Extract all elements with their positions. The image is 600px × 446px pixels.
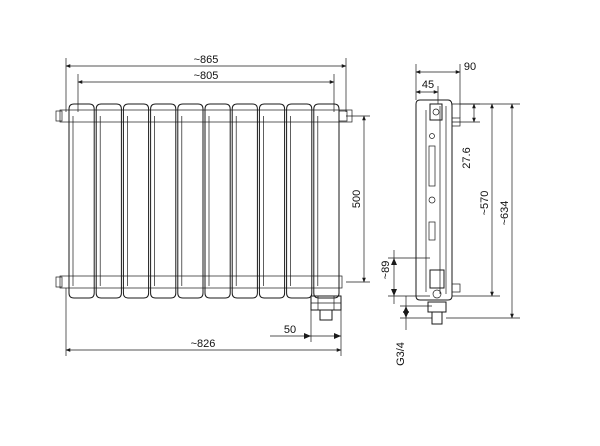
bottom-header-pipe — [59, 275, 343, 289]
dim-axis-width: ~805 — [194, 70, 219, 82]
radiator-section — [150, 103, 177, 299]
side-top-cap — [429, 103, 443, 121]
dim-axis-height: ~570 — [479, 191, 491, 216]
dim-bottom-height: ~89 — [380, 261, 392, 280]
side-bottom-hole — [432, 289, 442, 299]
side-marking — [429, 133, 435, 139]
right-top-plug — [338, 110, 348, 122]
dim-top-offset: 27.6 — [461, 147, 473, 168]
dim-arrow — [403, 311, 409, 318]
dim-arrow — [334, 333, 341, 339]
dim-valve-offset: 50 — [284, 324, 296, 336]
side-marking — [428, 221, 436, 241]
left-top-plug — [55, 110, 63, 122]
dim-total-height: ~634 — [499, 201, 511, 226]
radiator-section — [95, 103, 122, 299]
side-bottom-cap — [429, 269, 445, 289]
radiator-section — [258, 103, 286, 299]
side-wall-bracket — [451, 283, 461, 293]
radiator-section — [286, 103, 313, 299]
radiator-section — [68, 103, 95, 299]
dim-section-height: 500 — [351, 190, 363, 208]
dim-arrow — [391, 289, 397, 296]
side-top-hole — [432, 108, 440, 116]
radiator-section — [313, 103, 340, 299]
top-header-pipe — [59, 109, 353, 123]
side-marking — [428, 196, 436, 204]
left-bottom-plug — [55, 276, 63, 288]
side-marking — [428, 145, 436, 187]
side-valve — [427, 301, 447, 313]
radiator-section — [177, 103, 204, 299]
radiator-section — [231, 103, 258, 299]
radiator-sections — [68, 103, 340, 299]
front-dimensions: ~865 ~805 500 ~826 50 — [65, 54, 370, 356]
radiator-section — [122, 103, 150, 299]
radiator-section — [204, 103, 231, 299]
dim-depth-body: 45 — [422, 79, 434, 91]
dim-arrow — [391, 258, 397, 265]
dim-depth-total: 90 — [464, 61, 476, 73]
dim-overall-width: ~865 — [194, 54, 219, 66]
front-view — [55, 103, 353, 321]
side-dimensions: 90 45 27.6 ~570 ~634 ~89 G3/4 — [380, 61, 520, 366]
side-valve-stem — [431, 311, 443, 325]
dim-bottom-width: ~826 — [191, 338, 216, 350]
dim-arrow — [304, 333, 311, 339]
valve-stem — [319, 309, 333, 321]
dim-thread: G3/4 — [395, 342, 407, 366]
side-view — [415, 99, 461, 325]
bottom-valve — [310, 295, 342, 321]
